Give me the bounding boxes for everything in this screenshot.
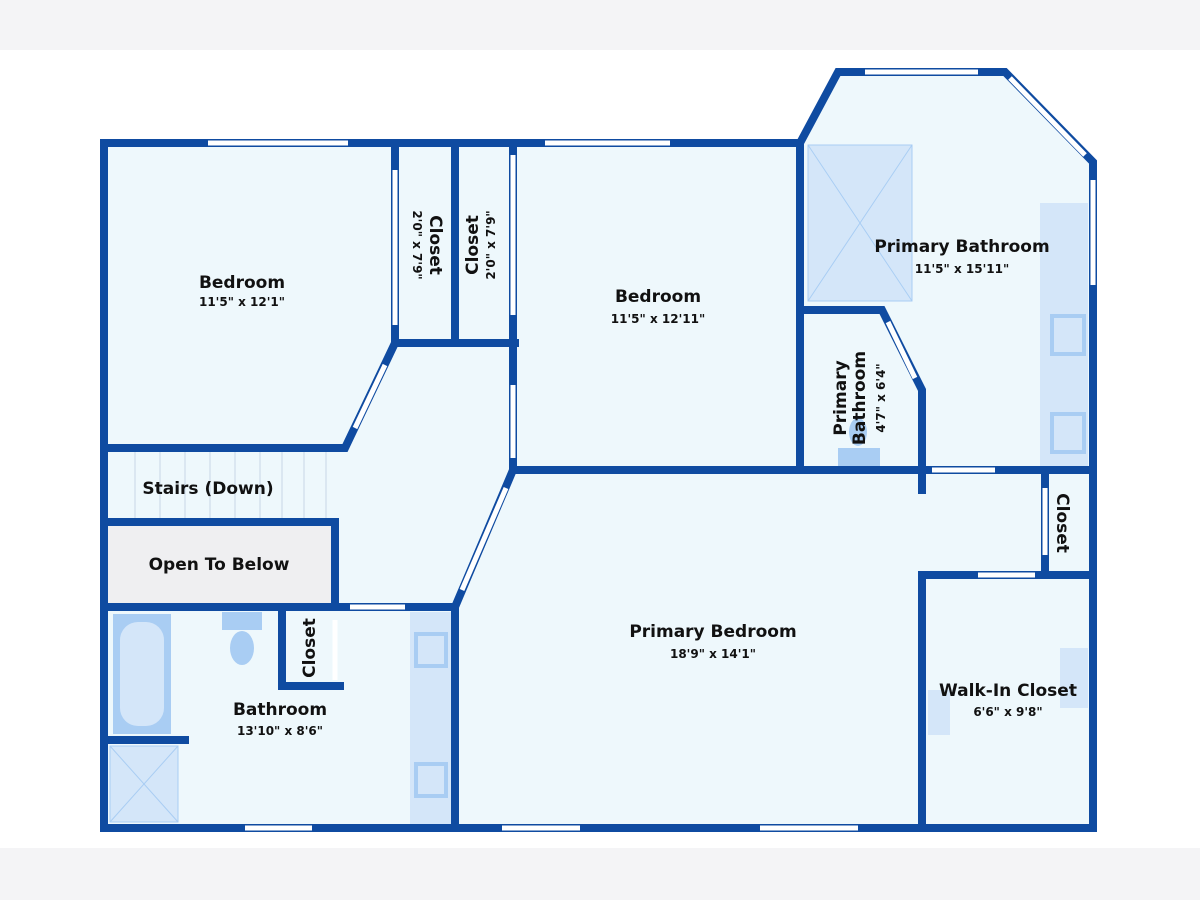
- room-name: Closet: [300, 618, 320, 678]
- fixtures: [109, 144, 1088, 824]
- shelf: [1060, 648, 1088, 708]
- toilet-icon: [222, 612, 262, 630]
- room-name: Closet: [425, 215, 445, 275]
- room-name: Stairs (Down): [142, 479, 273, 499]
- room-dims: 6'6" x 9'8": [973, 705, 1042, 719]
- sink-icon: [414, 632, 448, 668]
- room-name: Bathroom: [233, 700, 327, 720]
- room-name: Bathroom: [850, 351, 870, 445]
- room-dims: 4'7" x 6'4": [874, 363, 888, 432]
- room-name: Bedroom: [615, 287, 701, 307]
- bottom-margin: [0, 848, 1200, 900]
- room-name: Closet: [1052, 493, 1072, 553]
- sink-icon: [414, 762, 448, 798]
- room-dims: 2'0" x 7'9": [410, 210, 424, 279]
- room-name: Primary: [831, 360, 851, 435]
- room-dims: 2'0" x 7'9": [484, 210, 498, 279]
- room-dims: 11'5" x 15'11": [915, 262, 1009, 276]
- vanity-primary: [1040, 203, 1088, 467]
- shelf: [928, 690, 950, 735]
- room-name: Closet: [463, 215, 483, 275]
- room-name: Bedroom: [199, 273, 285, 293]
- room-labels: Bedroom 11'5" x 12'1" Closet 2'0" x 7'9"…: [142, 210, 1077, 738]
- room-dims: 18'9" x 14'1": [670, 647, 756, 661]
- room-dims: 13'10" x 8'6": [237, 724, 323, 738]
- room-name: Open To Below: [149, 555, 290, 575]
- windows: [208, 69, 1096, 831]
- room-dims: 11'5" x 12'1": [199, 295, 285, 309]
- stairs: [134, 452, 327, 520]
- sink-icon: [1050, 314, 1086, 356]
- sink-icon: [1050, 412, 1086, 454]
- room-name: Primary Bedroom: [629, 622, 796, 642]
- top-margin: [0, 0, 1200, 50]
- toilet-bowl-icon: [849, 418, 867, 446]
- toilet-icon: [838, 448, 880, 466]
- open-to-below-area: [108, 524, 335, 604]
- room-dims: 11'5" x 12'11": [611, 312, 705, 326]
- room-name: Primary Bathroom: [874, 237, 1049, 257]
- room-name: Walk-In Closet: [939, 681, 1077, 701]
